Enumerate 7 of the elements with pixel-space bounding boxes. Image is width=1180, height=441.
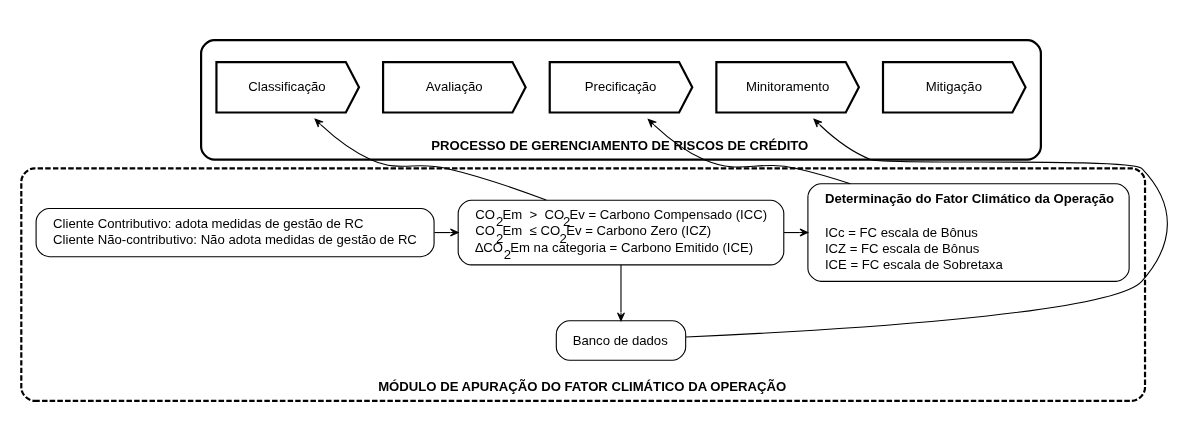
arrow [685, 118, 1168, 338]
arrow [617, 264, 625, 322]
arrow [314, 118, 547, 201]
arrow [433, 228, 459, 237]
node-box: Cliente Contributivo: adota medidas de gestão de RC Cliente Não-contributivo: Não adota medidas de gestão de RC [35, 207, 435, 258]
node-box: Banco de dados [555, 320, 687, 361]
node-box: Determinação do Fator Climático da Operação ICc = FC escala de Bônus ICZ = FC escala de Bônus ICE = FC escala de Sobretaxa [807, 183, 1130, 282]
